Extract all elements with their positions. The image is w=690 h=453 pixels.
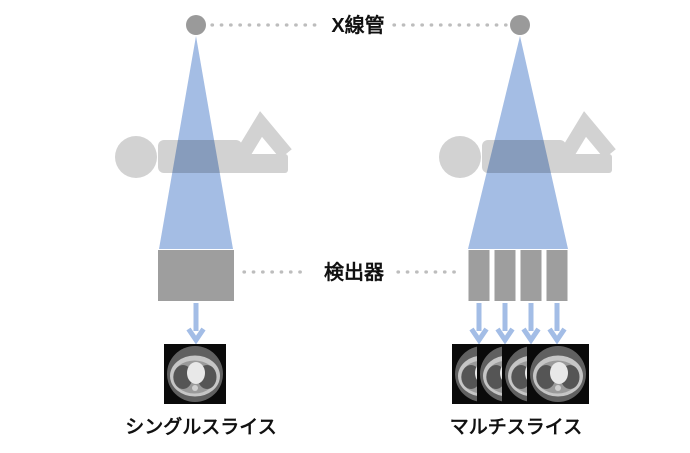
xray-beam-cone (468, 36, 568, 249)
xray-tube-label-row: X線管 (210, 13, 508, 37)
ct-slice-image (164, 344, 226, 404)
ct-slice-stack (452, 344, 589, 404)
multi-slice-caption: マルチスライス (450, 417, 582, 438)
detector-label: 検出器 (324, 260, 385, 284)
xray-tube-icon (510, 15, 530, 35)
xray-tube-icon (186, 15, 206, 35)
detector-element (494, 250, 516, 301)
xray-beam-cone (159, 36, 233, 249)
single-slice-caption: シングルスライス (125, 415, 276, 438)
down-arrow-icon (472, 303, 487, 340)
detector-element (468, 250, 490, 301)
down-arrow-icon (189, 303, 204, 340)
ct-slice-image (527, 344, 589, 404)
down-arrow-icon (550, 303, 565, 340)
xray-tube-label: X線管 (331, 13, 384, 37)
single-slice-assembly: シングルスライス (115, 15, 288, 438)
down-arrow-icon (524, 303, 539, 340)
detector-element (520, 250, 542, 301)
detector-label-row: 検出器 (242, 260, 462, 284)
detector-block (158, 250, 234, 301)
detector-element (546, 250, 568, 301)
down-arrow-icon (498, 303, 513, 340)
multi-slice-assembly: マルチスライス (439, 15, 612, 438)
multi-detector-array (468, 250, 568, 301)
